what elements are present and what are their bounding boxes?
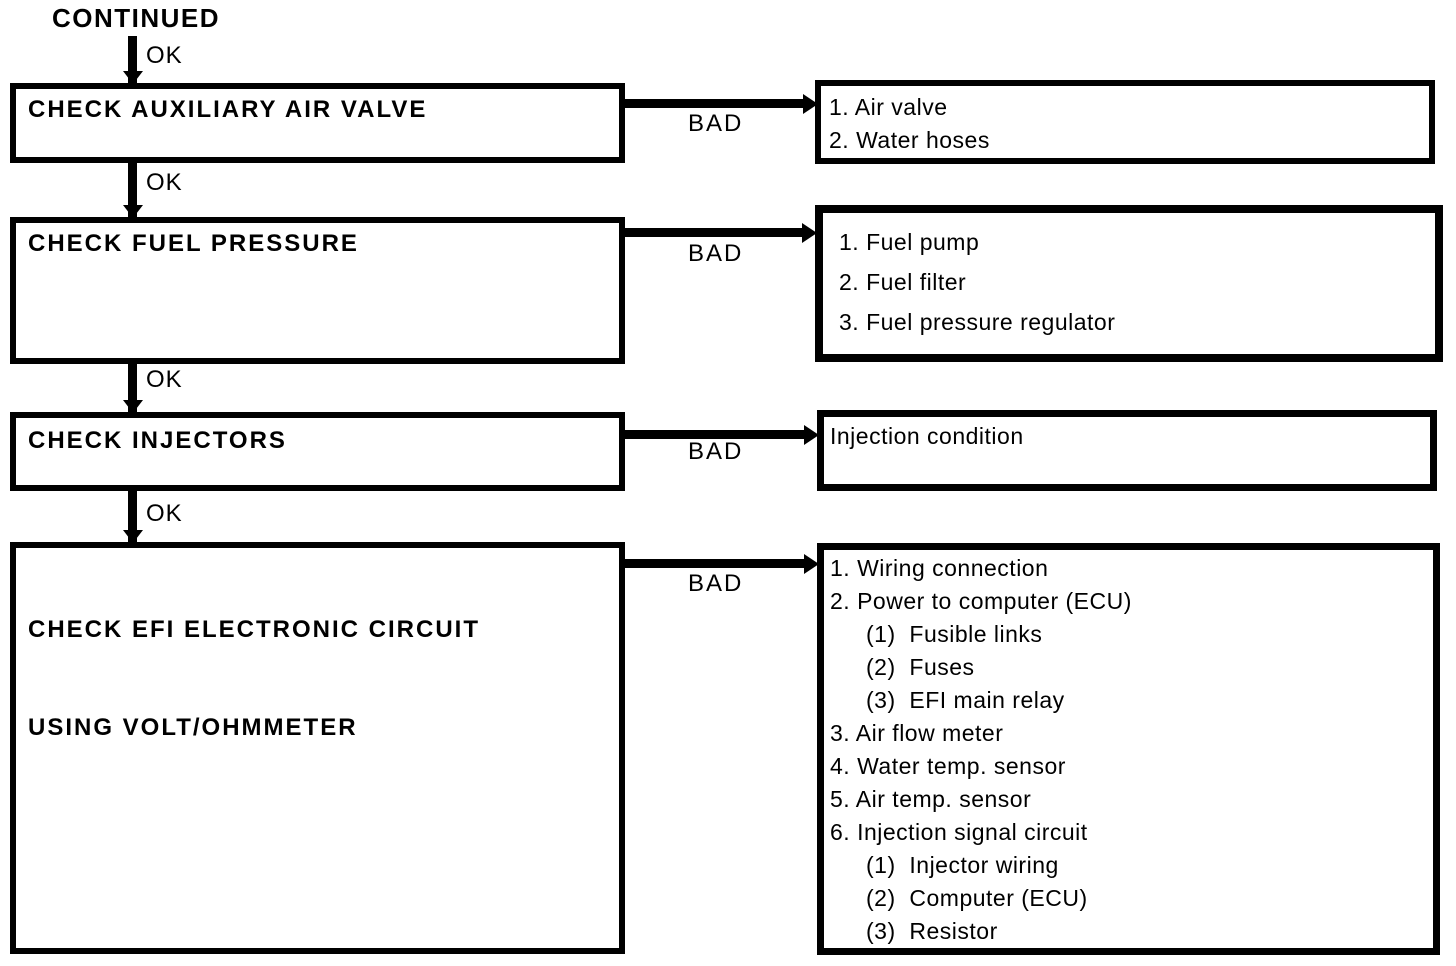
- result-line: 3. Fuel pressure regulator: [839, 309, 1116, 335]
- result-line: 4. Water temp. sensor: [830, 753, 1066, 779]
- bad-arrow-line-3: [622, 430, 806, 439]
- bad-label-2: BAD: [688, 240, 744, 267]
- bad-arrow-arrowhead-2: [802, 223, 817, 243]
- ok-label-1: OK: [146, 169, 183, 196]
- result-line: 1. Wiring connection: [830, 555, 1049, 581]
- result-line: 3. Air flow meter: [830, 720, 1004, 746]
- result-line: 1. Fuel pump: [839, 229, 980, 255]
- result-line: 2. Water hoses: [829, 127, 990, 153]
- ok-connector-line-0: [128, 36, 137, 84]
- result-box-injection-condition: Injection condition: [817, 410, 1437, 491]
- result-line: 2. Fuel filter: [839, 269, 967, 295]
- result-line: Injection condition: [830, 423, 1024, 449]
- check-box-auxiliary-air-valve: CHECK AUXILIARY AIR VALVE: [10, 83, 625, 163]
- bad-arrow-line-2: [622, 228, 804, 237]
- result-line: 1. Air valve: [829, 94, 948, 120]
- result-subline: (1) Fusible links: [866, 621, 1043, 647]
- check-box-efi-electronic-circuit: CHECK EFI ELECTRONIC CIRCUIT USING VOLT/…: [10, 542, 625, 954]
- bad-arrow-arrowhead-3: [804, 425, 819, 445]
- check-box-title: CHECK FUEL PRESSURE: [28, 230, 359, 257]
- continued-label: CONTINUED: [52, 3, 221, 33]
- ok-label-3: OK: [146, 500, 183, 527]
- result-subline: (1) Injector wiring: [866, 852, 1059, 878]
- bad-arrow-arrowhead-4: [804, 554, 819, 574]
- ok-connector-arrowhead-0: [123, 71, 143, 84]
- ok-connector-line-2: [128, 362, 137, 413]
- result-box-efi-circuit-items: 1. Wiring connection 2. Power to compute…: [817, 543, 1440, 955]
- ok-connector-arrowhead-1: [123, 205, 143, 218]
- check-box-title: CHECK INJECTORS: [28, 427, 287, 454]
- check-box-title: CHECK AUXILIARY AIR VALVE: [28, 96, 428, 123]
- bad-label-4: BAD: [688, 570, 744, 597]
- bad-arrow-line-4: [622, 559, 806, 568]
- result-line: 6. Injection signal circuit: [830, 819, 1088, 845]
- ok-connector-line-1: [128, 162, 137, 218]
- check-box-title-line-1: CHECK EFI ELECTRONIC CIRCUIT: [28, 616, 480, 643]
- result-line: 5. Air temp. sensor: [830, 786, 1032, 812]
- bad-arrow-arrowhead-1: [803, 94, 818, 114]
- result-box-air-valve: 1. Air valve 2. Water hoses: [815, 80, 1435, 164]
- result-box-fuel-system: 1. Fuel pump 2. Fuel filter 3. Fuel pres…: [815, 205, 1443, 362]
- ok-label-0: OK: [146, 42, 183, 69]
- ok-connector-arrowhead-2: [123, 400, 143, 413]
- ok-connector-line-3: [128, 490, 137, 543]
- bad-label-3: BAD: [688, 438, 744, 465]
- bad-label-1: BAD: [688, 110, 744, 137]
- ok-label-2: OK: [146, 366, 183, 393]
- check-box-injectors: CHECK INJECTORS: [10, 412, 625, 491]
- result-subline: (2) Computer (ECU): [866, 885, 1088, 911]
- check-box-fuel-pressure: CHECK FUEL PRESSURE: [10, 217, 625, 364]
- result-line: 2. Power to computer (ECU): [830, 588, 1132, 614]
- bad-arrow-line-1: [622, 99, 805, 108]
- result-subline: (2) Fuses: [866, 654, 975, 680]
- ok-connector-arrowhead-3: [123, 530, 143, 543]
- check-box-title-line-2: USING VOLT/OHMMETER: [28, 714, 358, 741]
- result-subline: (3) Resistor: [866, 918, 998, 944]
- result-subline: (3) EFI main relay: [866, 687, 1065, 713]
